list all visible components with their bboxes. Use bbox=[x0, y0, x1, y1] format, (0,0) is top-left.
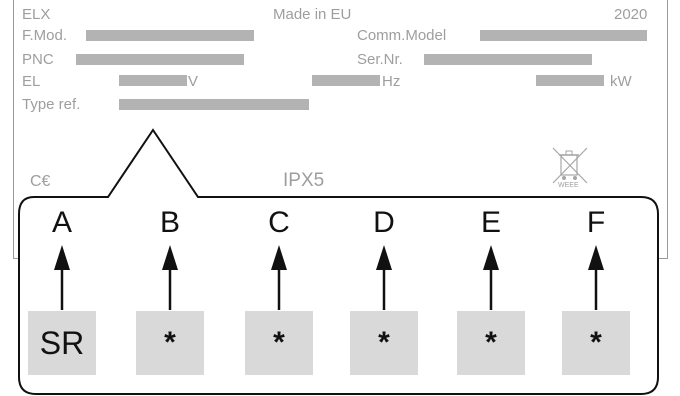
brand-text: ELX bbox=[22, 6, 51, 23]
label-c: C bbox=[268, 206, 290, 239]
kw-unit: kW bbox=[610, 73, 632, 90]
ipx-rating: IPX5 bbox=[283, 170, 325, 191]
value-text-b: * bbox=[164, 326, 176, 359]
typeref-label: Type ref. bbox=[22, 96, 81, 113]
arrow-up-icon bbox=[483, 245, 499, 270]
arrow-up-icon bbox=[376, 245, 392, 270]
arrow-up-icon bbox=[588, 245, 604, 270]
comm-model-value-redacted bbox=[480, 30, 647, 41]
value-box-b: * bbox=[136, 311, 204, 375]
sernr-value-redacted bbox=[424, 54, 592, 65]
pnc-label: PNC bbox=[22, 51, 54, 68]
value-box-f: * bbox=[562, 311, 630, 375]
value-text-e: * bbox=[485, 326, 497, 359]
label-a: A bbox=[51, 206, 72, 239]
label-e: E bbox=[480, 206, 501, 239]
value-box-e: * bbox=[457, 311, 525, 375]
pnc-value-redacted bbox=[76, 54, 244, 65]
label-f: F bbox=[586, 206, 606, 239]
kw-value-redacted bbox=[536, 75, 604, 86]
arrow-up-icon bbox=[271, 245, 287, 270]
value-text-f: * bbox=[590, 326, 602, 359]
value-box-d: * bbox=[350, 311, 418, 375]
value-text-a: SR bbox=[39, 324, 85, 361]
year-text: 2020 bbox=[614, 6, 648, 23]
value-box-c: * bbox=[245, 311, 313, 375]
sernr-label: Ser.Nr. bbox=[357, 51, 403, 68]
weee-label: WEEE bbox=[558, 182, 579, 189]
arrow-up-icon bbox=[162, 245, 178, 270]
volt-unit: V bbox=[188, 73, 199, 90]
comm-model-label: Comm.Model bbox=[357, 27, 447, 44]
el-label: EL bbox=[22, 73, 41, 90]
hz-value-redacted bbox=[312, 75, 380, 86]
arrow-up-icon bbox=[54, 245, 70, 270]
label-b: B bbox=[159, 206, 180, 239]
hz-unit: Hz bbox=[382, 73, 401, 90]
weee-bin-icon: WEEE bbox=[549, 145, 591, 191]
fmod-value-redacted bbox=[86, 30, 254, 41]
volt-value-redacted bbox=[119, 75, 187, 86]
value-box-a: SR bbox=[28, 311, 96, 375]
typeref-value-redacted bbox=[119, 99, 309, 110]
origin-text: Made in EU bbox=[273, 6, 352, 23]
value-text-c: * bbox=[273, 326, 285, 359]
fmod-label: F.Mod. bbox=[22, 27, 68, 44]
ce-mark-icon: C€ bbox=[30, 173, 51, 190]
value-text-d: * bbox=[378, 326, 390, 359]
label-d: D bbox=[373, 206, 395, 239]
